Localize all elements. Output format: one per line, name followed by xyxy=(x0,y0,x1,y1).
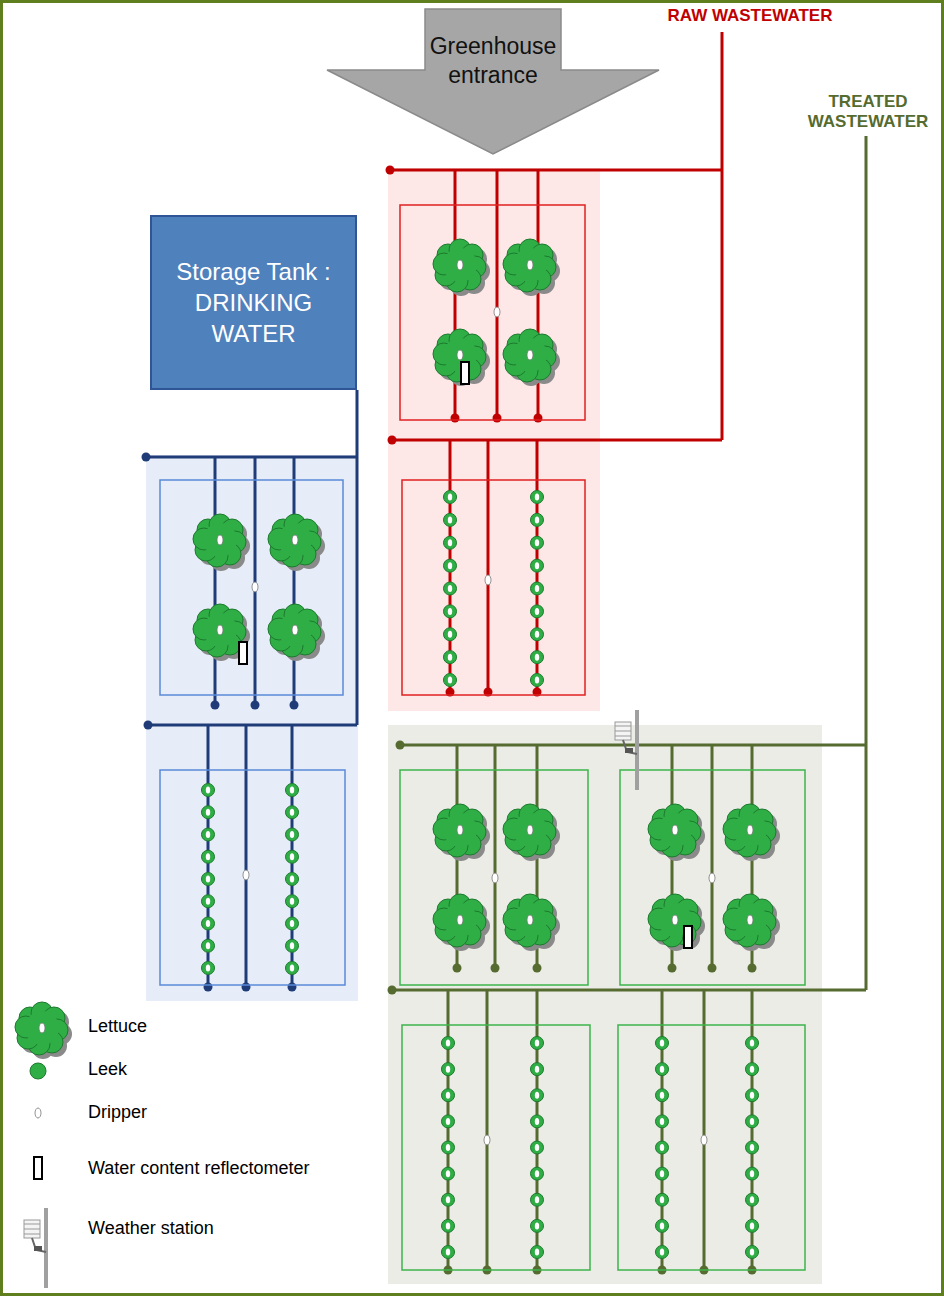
legend-entry: Dripper xyxy=(88,1102,147,1123)
legend-entry: Leek xyxy=(88,1059,127,1080)
tank-label: Storage Tank : DRINKING WATER xyxy=(160,256,347,350)
storage-tank: Storage Tank : DRINKING WATER xyxy=(150,215,357,390)
legend-entry: Water content reflectometer xyxy=(88,1158,309,1179)
legend-entry: Lettuce xyxy=(88,1016,147,1037)
entrance-arrow: Greenhouse entrance xyxy=(325,8,661,156)
entrance-label: Greenhouse entrance xyxy=(425,32,561,90)
inflow-label: RAW WASTEWATER xyxy=(630,6,870,26)
legend-entry: Weather station xyxy=(88,1218,214,1239)
inflow-label: TREATED WASTEWATER xyxy=(800,92,936,133)
